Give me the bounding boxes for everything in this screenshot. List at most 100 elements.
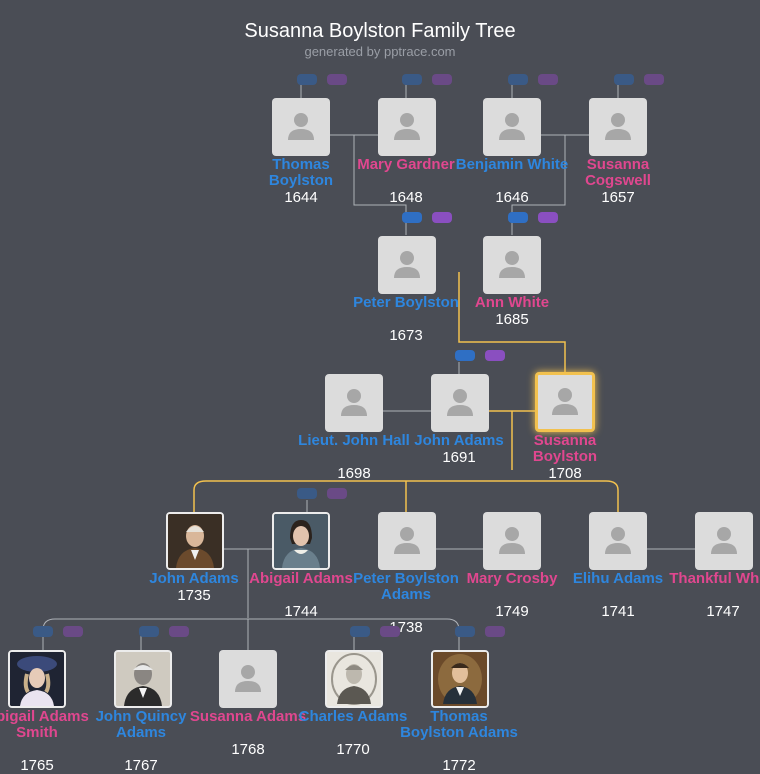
person-card-john-quincy-adams[interactable] [114,650,172,708]
expand-mother-toggle[interactable] [538,74,558,85]
person-silhouette-icon [552,388,578,415]
person-card-benjamin-white[interactable] [483,98,541,156]
person-name: Thomas Boylston [268,156,334,189]
person-name: Mary Gardner [357,156,455,173]
person-card-lieut-john-hall[interactable] [325,374,383,432]
person-card-ann-white[interactable] [483,236,541,294]
expand-father-toggle[interactable] [508,212,528,223]
person-card-charles-adams[interactable] [325,650,383,708]
person-card-john-adams-1735[interactable] [166,512,224,570]
person-name: Peter Boylston Adams [353,570,459,603]
expand-father-toggle[interactable] [33,626,53,637]
expand-mother-toggle[interactable] [644,74,664,85]
expand-mother-toggle[interactable] [169,626,189,637]
person-year: 1708 [548,465,582,482]
expand-father-toggle[interactable] [297,488,317,499]
person-name: Abigail Adams [249,570,353,587]
expand-mother-toggle[interactable] [63,626,83,637]
expand-father-toggle[interactable] [455,350,475,361]
person-card-thomas-boylston-adams[interactable] [431,650,489,708]
person-year: 1698 [337,465,371,482]
person-silhouette-icon [499,113,525,140]
person-silhouette-icon [711,527,737,554]
portrait-icon [116,652,170,706]
portrait-icon [274,514,328,568]
portrait-icon [168,514,222,568]
person-name: Susanna Adams [189,708,307,725]
person-name: Ann White [474,294,550,311]
expand-mother-toggle[interactable] [538,212,558,223]
person-year: 1767 [124,757,158,774]
person-card-susanna-adams[interactable] [219,650,277,708]
portrait-icon [327,652,381,706]
expand-father-toggle[interactable] [402,74,422,85]
portrait-icon [433,652,487,706]
page-title: Susanna Boylston Family Tree [244,20,516,42]
person-year: 1772 [442,757,476,774]
person-silhouette-icon [605,113,631,140]
person-name: John Adams [149,570,239,587]
person-year: 1685 [495,311,529,328]
expand-father-toggle[interactable] [297,74,317,85]
person-card-susanna-cogswell[interactable] [589,98,647,156]
person-silhouette-icon [605,527,631,554]
person-card-peter-boylston-adams[interactable] [378,512,436,570]
person-card-john-adams-1691[interactable] [431,374,489,432]
expand-mother-toggle[interactable] [327,488,347,499]
person-name: Benjamin White [455,156,569,173]
expand-father-toggle[interactable] [402,212,422,223]
person-year: 1657 [601,189,635,206]
expand-mother-toggle[interactable] [327,74,347,85]
person-name: Charles Adams [298,708,408,725]
expand-mother-toggle[interactable] [485,350,505,361]
person-year: 1765 [20,757,54,774]
person-silhouette-icon [235,665,261,692]
person-year: 1744 [284,603,318,620]
person-name: Lieut. John Hall [298,432,410,449]
person-silhouette-icon [288,113,314,140]
person-card-thomas-boylston[interactable] [272,98,330,156]
person-name: Peter Boylston [353,294,459,311]
person-silhouette-icon [394,113,420,140]
expand-father-toggle[interactable] [350,626,370,637]
person-name: Thankful White [669,570,760,587]
expand-mother-toggle[interactable] [380,626,400,637]
expand-father-toggle[interactable] [614,74,634,85]
person-card-abigail-adams[interactable] [272,512,330,570]
person-card-elihu-adams[interactable] [589,512,647,570]
person-silhouette-icon [394,527,420,554]
expand-father-toggle[interactable] [455,626,475,637]
expand-mother-toggle[interactable] [432,74,452,85]
person-card-mary-gardner[interactable] [378,98,436,156]
person-year: 1735 [177,587,211,604]
person-year: 1646 [495,189,529,206]
focus-ancestor-line [458,272,566,374]
person-card-abigail-adams-smith[interactable] [8,650,66,708]
person-silhouette-icon [341,389,367,416]
person-name: John Adams [414,432,504,449]
person-name: Abigail Adams Smith [0,708,89,741]
person-year: 1768 [231,741,265,758]
person-card-susanna-boylston-focus[interactable] [535,372,595,432]
person-year: 1644 [284,189,318,206]
expand-mother-toggle[interactable] [432,212,452,223]
expand-mother-toggle[interactable] [485,626,505,637]
person-year: 1741 [601,603,635,620]
expand-father-toggle[interactable] [508,74,528,85]
person-card-peter-boylston[interactable] [378,236,436,294]
person-year: 1770 [336,741,370,758]
expand-father-toggle[interactable] [139,626,159,637]
person-card-thankful-white[interactable] [695,512,753,570]
page-subtitle: generated by pptrace.com [304,44,456,59]
person-name: John Quincy Adams [95,708,187,741]
person-year: 1749 [495,603,529,620]
person-year: 1648 [389,189,423,206]
person-name: Elihu Adams [572,570,664,587]
person-year: 1691 [442,449,476,466]
person-silhouette-icon [447,389,473,416]
person-name: Susanna Cogswell [585,156,651,189]
person-name: Mary Crosby [466,570,558,587]
person-name: Susanna Boylston [532,432,598,465]
person-card-mary-crosby[interactable] [483,512,541,570]
